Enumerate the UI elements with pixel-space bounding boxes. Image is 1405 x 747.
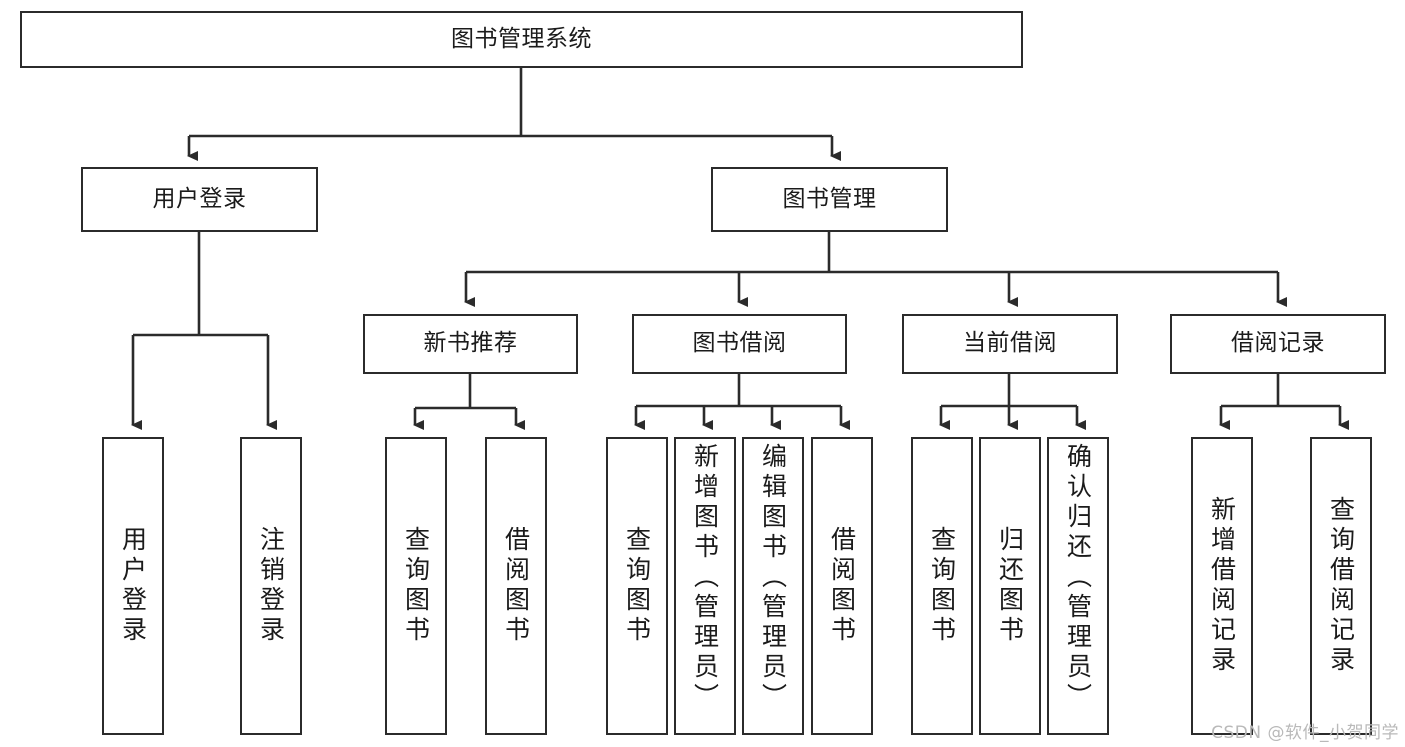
- node-label: 图书管理系统: [451, 25, 592, 52]
- node-label: 用户登录: [118, 526, 148, 646]
- node-leaf-borrow-book-2[interactable]: 借阅图书: [811, 437, 873, 735]
- node-leaf-confirm-return[interactable]: 确认归还（管理员）: [1047, 437, 1109, 735]
- node-label: 图书借阅: [692, 330, 787, 357]
- node-current-borrow[interactable]: 当前借阅: [902, 314, 1118, 374]
- node-new-book-recommend[interactable]: 新书推荐: [363, 314, 578, 374]
- node-book-borrow[interactable]: 图书借阅: [632, 314, 847, 374]
- csdn-watermark: CSDN @软件_小贺同学: [1211, 723, 1399, 743]
- node-label: 查询借阅记录: [1326, 496, 1356, 676]
- node-label: 图书管理: [782, 185, 877, 212]
- node-leaf-borrow-book-1[interactable]: 借阅图书: [485, 437, 547, 735]
- node-leaf-query-book-1[interactable]: 查询图书: [385, 437, 447, 735]
- node-leaf-return-book[interactable]: 归还图书: [979, 437, 1041, 735]
- node-label: 借阅图书: [501, 526, 531, 646]
- node-label: 新书推荐: [423, 330, 518, 357]
- node-label: 编辑图书（管理员）: [758, 443, 788, 713]
- node-label: 借阅记录: [1231, 330, 1325, 357]
- node-leaf-add-book[interactable]: 新增图书（管理员）: [674, 437, 736, 735]
- node-label: 查询图书: [927, 526, 957, 646]
- node-label: 借阅图书: [827, 526, 857, 646]
- node-label: 归还图书: [995, 526, 1025, 646]
- node-root-system[interactable]: 图书管理系统: [20, 11, 1023, 68]
- node-label: 查询图书: [401, 526, 431, 646]
- node-label: 新增图书（管理员）: [690, 443, 720, 713]
- node-label: 查询图书: [622, 526, 652, 646]
- node-user-login[interactable]: 用户登录: [81, 167, 318, 232]
- node-leaf-user-login[interactable]: 用户登录: [102, 437, 164, 735]
- node-label: 注销登录: [256, 526, 286, 646]
- node-leaf-edit-book[interactable]: 编辑图书（管理员）: [742, 437, 804, 735]
- node-book-manage[interactable]: 图书管理: [711, 167, 948, 232]
- node-leaf-user-logout[interactable]: 注销登录: [240, 437, 302, 735]
- node-label: 用户登录: [152, 185, 247, 212]
- node-label: 确认归还（管理员）: [1063, 443, 1093, 713]
- node-leaf-query-book-2[interactable]: 查询图书: [606, 437, 668, 735]
- node-label: 当前借阅: [963, 330, 1057, 357]
- node-borrow-record[interactable]: 借阅记录: [1170, 314, 1386, 374]
- node-label: 新增借阅记录: [1207, 496, 1237, 676]
- node-leaf-query-book-3[interactable]: 查询图书: [911, 437, 973, 735]
- node-leaf-add-record[interactable]: 新增借阅记录: [1191, 437, 1253, 735]
- node-leaf-query-record[interactable]: 查询借阅记录: [1310, 437, 1372, 735]
